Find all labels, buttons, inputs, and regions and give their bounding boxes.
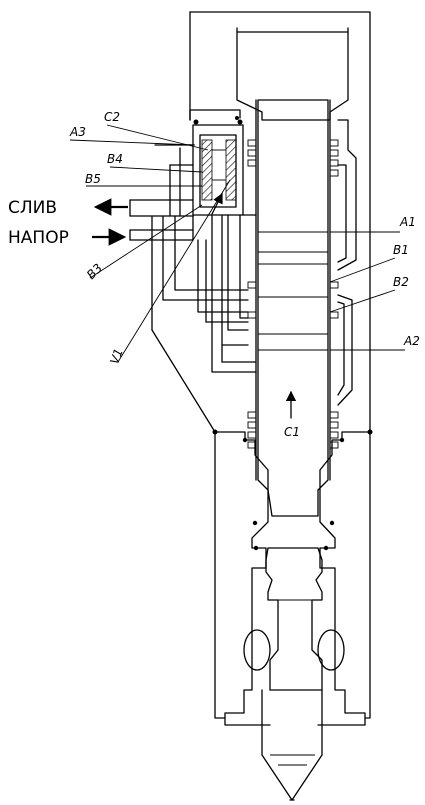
upper-chamber <box>236 27 349 121</box>
label-v1: V1 <box>107 347 126 367</box>
label-b2: B2 <box>393 275 409 289</box>
left-channels <box>151 109 257 373</box>
right-channels <box>337 119 357 406</box>
label-b1: B1 <box>393 243 409 257</box>
outer-housing <box>151 11 371 726</box>
label-a3: A3 <box>69 125 86 139</box>
label-c2: C2 <box>104 110 120 124</box>
label-c1: C1 <box>284 425 300 439</box>
label-drain: СЛИВ <box>8 198 57 218</box>
label-pressure: НАПОР <box>8 228 69 248</box>
label-a1: A1 <box>399 215 416 229</box>
control-valve-block <box>129 119 257 241</box>
label-b4: B4 <box>107 152 123 166</box>
label-b5: B5 <box>85 172 101 186</box>
main-piston <box>255 99 331 517</box>
joint-dots <box>212 116 373 551</box>
flow-arrows <box>92 192 297 419</box>
label-b3: B3 <box>84 261 105 282</box>
piston-seals <box>247 139 339 449</box>
leader-lines <box>69 124 405 363</box>
tool-chisel <box>243 547 345 801</box>
label-a2: A2 <box>403 334 420 348</box>
